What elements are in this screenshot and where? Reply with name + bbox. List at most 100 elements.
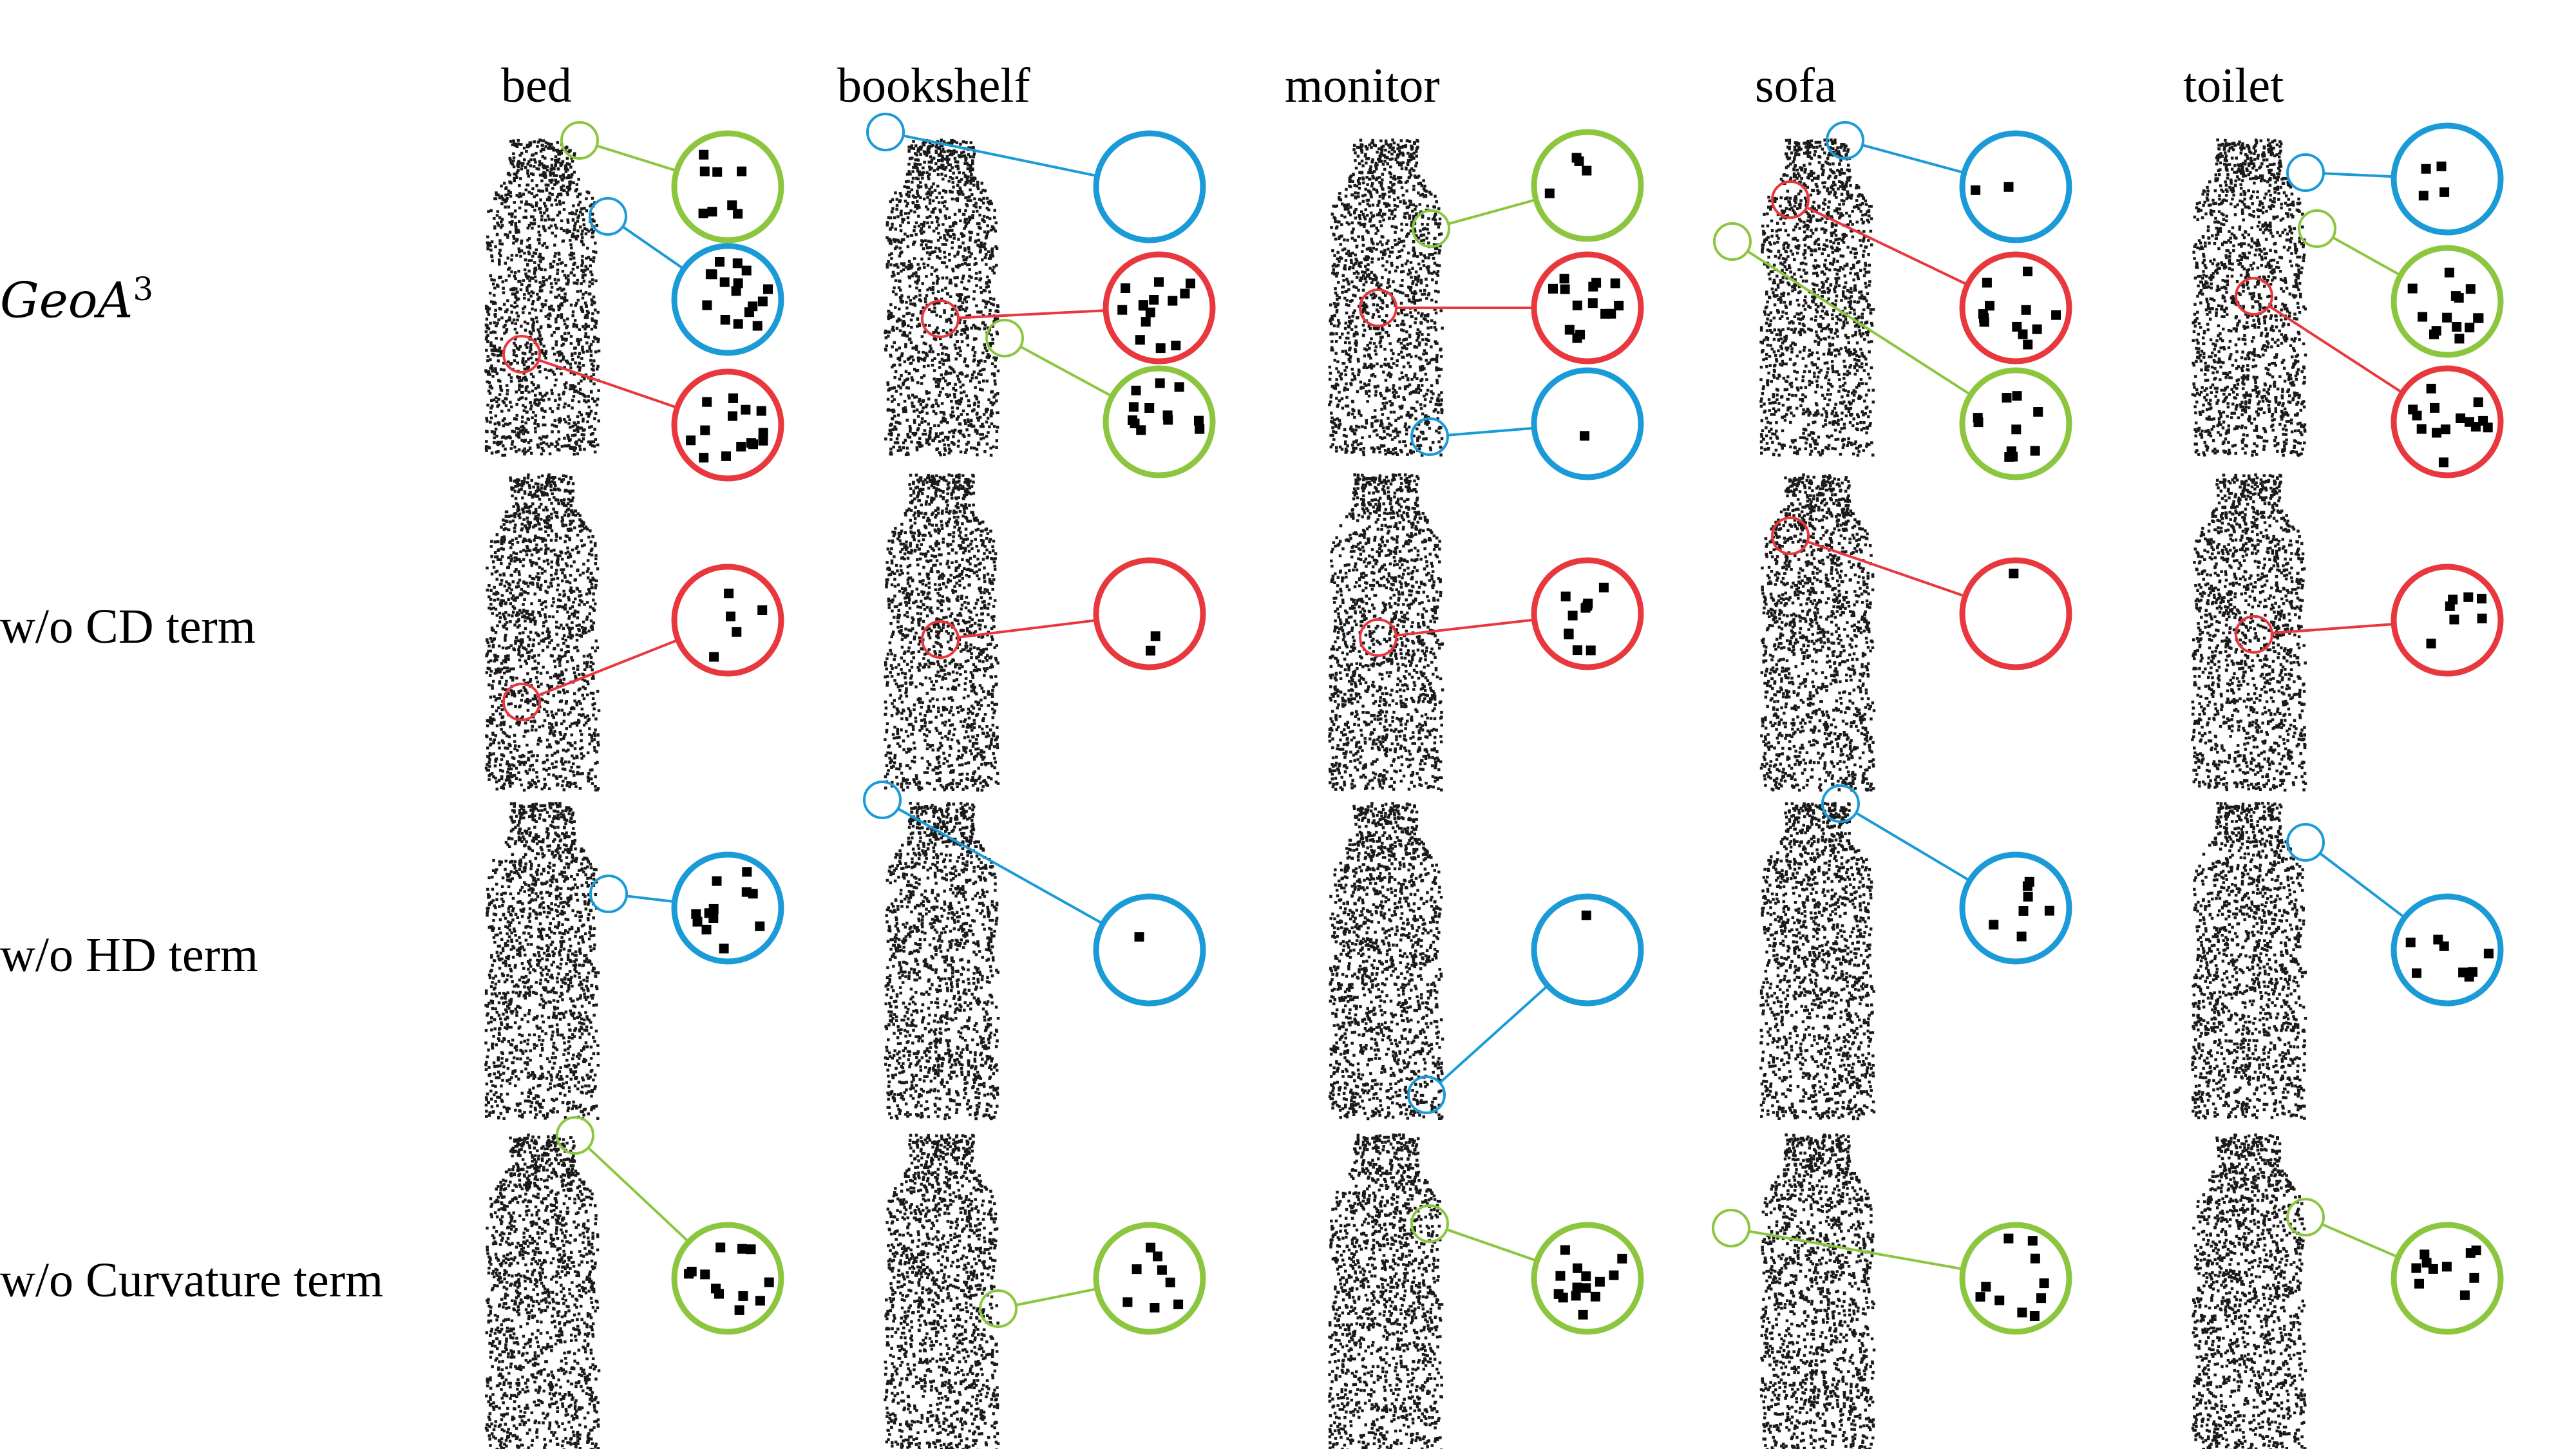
zoomed-point xyxy=(1132,1264,1142,1274)
zoomed-point xyxy=(1150,631,1160,641)
zoomed-point xyxy=(2003,1233,2014,1244)
blue-callout-line xyxy=(1855,811,1971,882)
zoomed-point xyxy=(1978,309,1988,319)
green-zoom-circle xyxy=(1531,129,1644,242)
blue-highlight-circle xyxy=(1410,417,1449,456)
zoomed-point xyxy=(699,166,710,176)
zoomed-point xyxy=(714,1289,724,1299)
zoomed-point xyxy=(1973,417,1984,428)
red-callout-line xyxy=(2268,305,2403,394)
zoomed-point xyxy=(741,887,752,897)
zoomed-point xyxy=(700,1269,710,1280)
zoomed-point xyxy=(2414,1278,2424,1289)
blue-callout-line xyxy=(626,895,675,904)
blue-callout-line xyxy=(1447,426,1535,437)
blue-callout-line xyxy=(902,134,1098,178)
zoomed-point xyxy=(712,876,722,886)
red-callout-line xyxy=(2271,623,2394,634)
zoomed-point xyxy=(2018,329,2028,339)
zoomed-point xyxy=(699,149,709,160)
blue-highlight-circle xyxy=(866,113,905,151)
zoomed-point xyxy=(1171,341,1181,350)
zoomed-point xyxy=(2441,1262,2452,1272)
zoomed-point xyxy=(2012,391,2022,401)
zoomed-point xyxy=(2405,937,2416,947)
zoomed-point xyxy=(2465,284,2476,294)
zoomed-point xyxy=(1141,317,1151,327)
zoomed-point xyxy=(1131,385,1141,395)
zoomed-point xyxy=(1989,920,1999,930)
zoomed-point xyxy=(1588,281,1598,292)
zoomed-point xyxy=(2407,283,2418,294)
zoomed-point xyxy=(741,265,752,276)
zoomed-point xyxy=(1157,1265,1167,1275)
green-zoom-circle xyxy=(1093,1222,1206,1335)
point-cloud-bottle xyxy=(1759,802,1876,1121)
zoomed-point xyxy=(732,258,743,269)
zoomed-point xyxy=(1548,283,1558,294)
green-highlight-circle xyxy=(1410,1204,1449,1243)
point-cloud-bottle xyxy=(484,802,600,1121)
zoomed-point xyxy=(1186,278,1195,289)
zoomed-point xyxy=(2002,393,2012,403)
red-highlight-circle xyxy=(502,335,541,374)
blue-highlight-circle xyxy=(1826,121,1864,160)
row-label-wo-hd: w/o HD term xyxy=(0,928,259,982)
red-callout-line xyxy=(1806,540,1966,598)
zoomed-point xyxy=(2018,906,2029,916)
column-label-bed: bed xyxy=(501,59,572,113)
blue-callout-line xyxy=(897,807,1104,925)
red-highlight-circle xyxy=(1771,516,1810,555)
zoomed-point xyxy=(701,924,712,934)
zoomed-point xyxy=(2009,569,2019,579)
zoomed-point xyxy=(2030,1253,2040,1264)
zoomed-point xyxy=(764,1277,774,1287)
red-zoom-circle xyxy=(1959,251,2072,365)
zoomed-point xyxy=(1168,296,1178,306)
zoomed-point xyxy=(1117,305,1128,315)
blue-zoom-circle xyxy=(1959,130,2072,243)
zoomed-point xyxy=(2433,934,2443,945)
green-highlight-circle xyxy=(556,1116,594,1155)
zoomed-point xyxy=(2017,1307,2027,1318)
blue-highlight-circle xyxy=(589,197,627,236)
zoomed-point xyxy=(1572,300,1582,310)
zoomed-point xyxy=(1595,1276,1605,1287)
zoomed-point xyxy=(2442,312,2452,323)
zoomed-point xyxy=(736,442,746,452)
point-cloud-bottle xyxy=(484,473,601,792)
zoomed-point xyxy=(1135,335,1145,345)
zoomed-point xyxy=(2454,334,2465,344)
zoomed-point xyxy=(1590,1291,1600,1302)
zoomed-point xyxy=(1573,1263,1582,1273)
blue-highlight-circle xyxy=(589,875,628,913)
zoomed-point xyxy=(2416,424,2427,434)
red-callout-line xyxy=(1806,206,1969,286)
blue-callout-line xyxy=(621,225,685,270)
zoomed-point xyxy=(2452,322,2462,332)
zoomed-point xyxy=(757,296,768,307)
blue-zoom-circle xyxy=(1959,851,2072,965)
green-zoom-circle xyxy=(1959,1222,2072,1335)
point-cloud-bottle xyxy=(2191,802,2307,1120)
zoomed-point xyxy=(1564,325,1575,335)
red-highlight-circle xyxy=(1771,180,1810,219)
zoomed-point xyxy=(755,1296,765,1306)
zoomed-point xyxy=(691,909,701,919)
zoomed-point xyxy=(1134,932,1144,942)
zoomed-point xyxy=(2426,638,2436,649)
zoomed-point xyxy=(1560,284,1570,294)
zoomed-point xyxy=(1558,1293,1568,1303)
zoomed-point xyxy=(1580,431,1589,441)
zoomed-point xyxy=(763,284,773,294)
zoomed-point xyxy=(704,908,714,918)
point-cloud-bottle xyxy=(484,138,601,457)
point-cloud-bottle xyxy=(2191,473,2307,792)
point-cloud-points xyxy=(2191,473,2307,792)
red-highlight-circle xyxy=(2235,615,2273,654)
zoomed-point xyxy=(715,1242,726,1253)
zoomed-point xyxy=(1154,277,1164,287)
zoomed-point xyxy=(2418,312,2428,322)
zoomed-point xyxy=(698,208,708,218)
zoomed-point xyxy=(728,411,737,421)
